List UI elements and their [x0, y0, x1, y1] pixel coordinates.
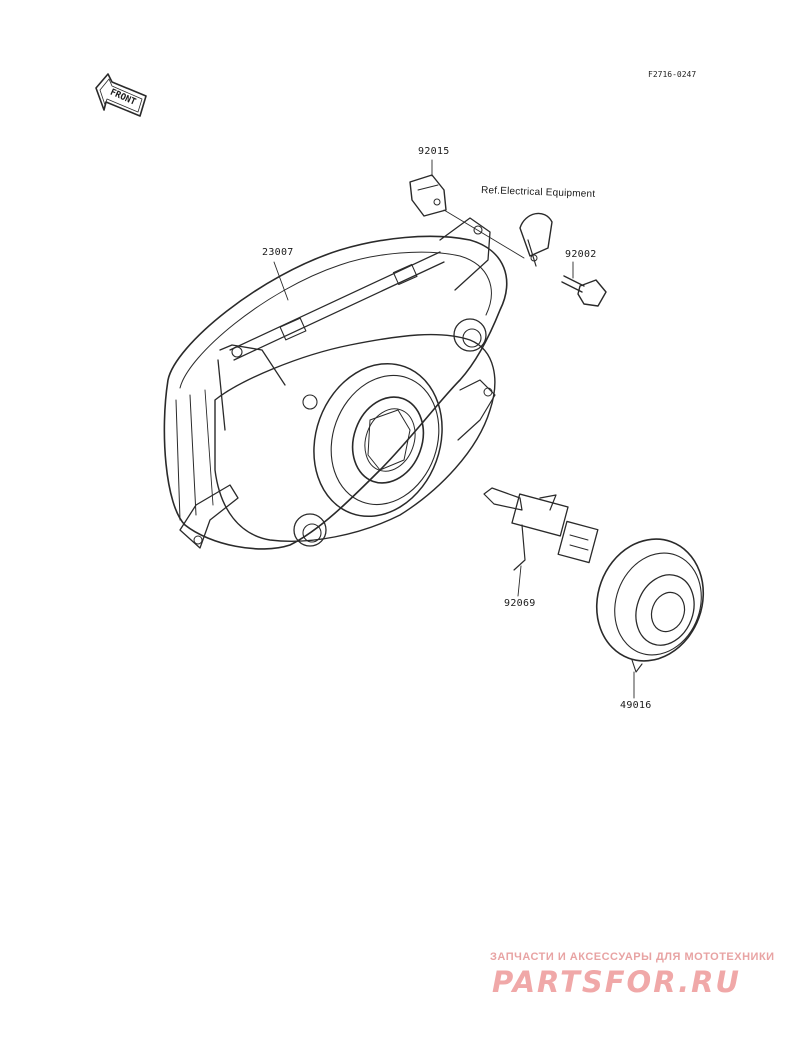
part-number-49016: 49016 — [620, 700, 652, 711]
leader-lines — [273, 159, 635, 699]
figure-code: F2716-0247 — [648, 70, 697, 79]
part-number-92015: 92015 — [418, 146, 450, 157]
front-text: FRONT — [108, 88, 137, 108]
watermark-logo: PARTSFOR.RU — [492, 965, 741, 999]
front-arrow-icon — [95, 73, 147, 117]
headlight-assembly — [163, 217, 508, 550]
bracket-clip-part — [519, 212, 553, 267]
part-number-92069: 92069 — [504, 598, 536, 609]
part-number-92002: 92002 — [565, 249, 597, 260]
part-number-23007: 23007 — [262, 247, 294, 258]
rubber-cap-part — [409, 174, 447, 217]
bulb-part — [483, 487, 599, 571]
watermark-tagline: ЗАПЧАСТИ И АКСЕССУАРЫ ДЛЯ МОТОТЕХНИКИ — [490, 951, 775, 963]
bolt-part — [561, 275, 607, 307]
front-label: FRONT — [108, 88, 137, 108]
socket-cover-part — [595, 538, 705, 673]
